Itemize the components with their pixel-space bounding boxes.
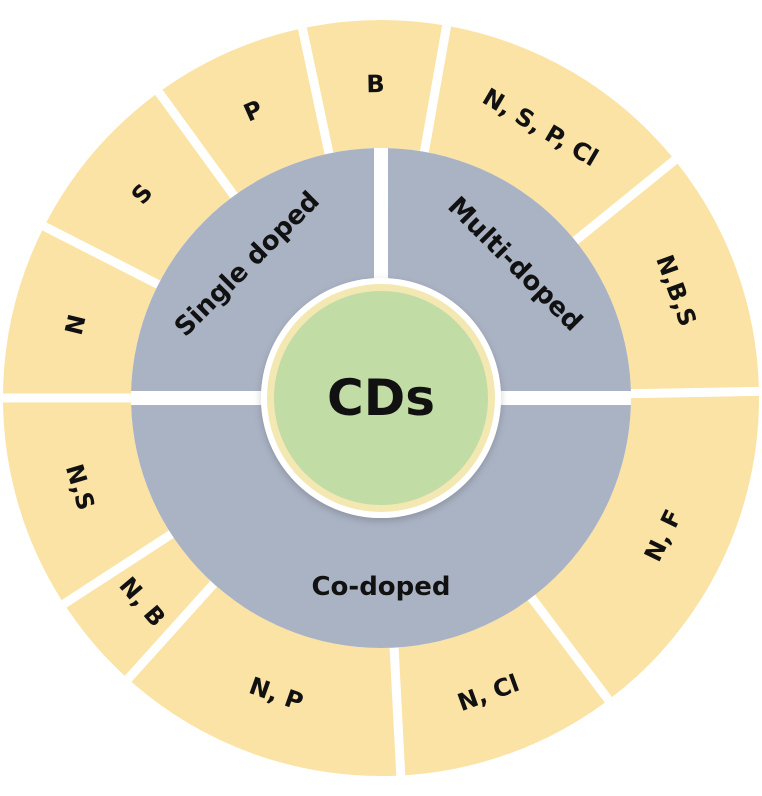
category-label-co: Co-doped [311,572,450,602]
dopant-label-single-b: B [366,70,385,98]
dopant-segment-co-n-b [66,537,211,676]
center-hub: CDs [261,278,501,518]
dopant-segment-co-n-f [535,395,760,698]
center-label: CDs [327,369,435,427]
dopant-segment-single-s [46,94,231,281]
category-segment-multi [387,148,631,392]
dopant-segment-multi-n-s-p-cl [428,26,672,238]
category-segment-single [131,148,375,392]
category-segment-co [131,404,631,648]
dopant-segment-single-n [3,230,157,394]
dopant-segment-single-p [162,29,325,194]
dopant-segment-single-b [306,19,443,153]
dopant-segment-co-n-cl [398,600,605,776]
dopant-segment-multi-n-b-s [578,163,759,390]
dopant-segment-co-n-s [3,402,169,601]
dopant-segment-co-n-p [131,586,397,776]
center-circle [274,291,488,505]
